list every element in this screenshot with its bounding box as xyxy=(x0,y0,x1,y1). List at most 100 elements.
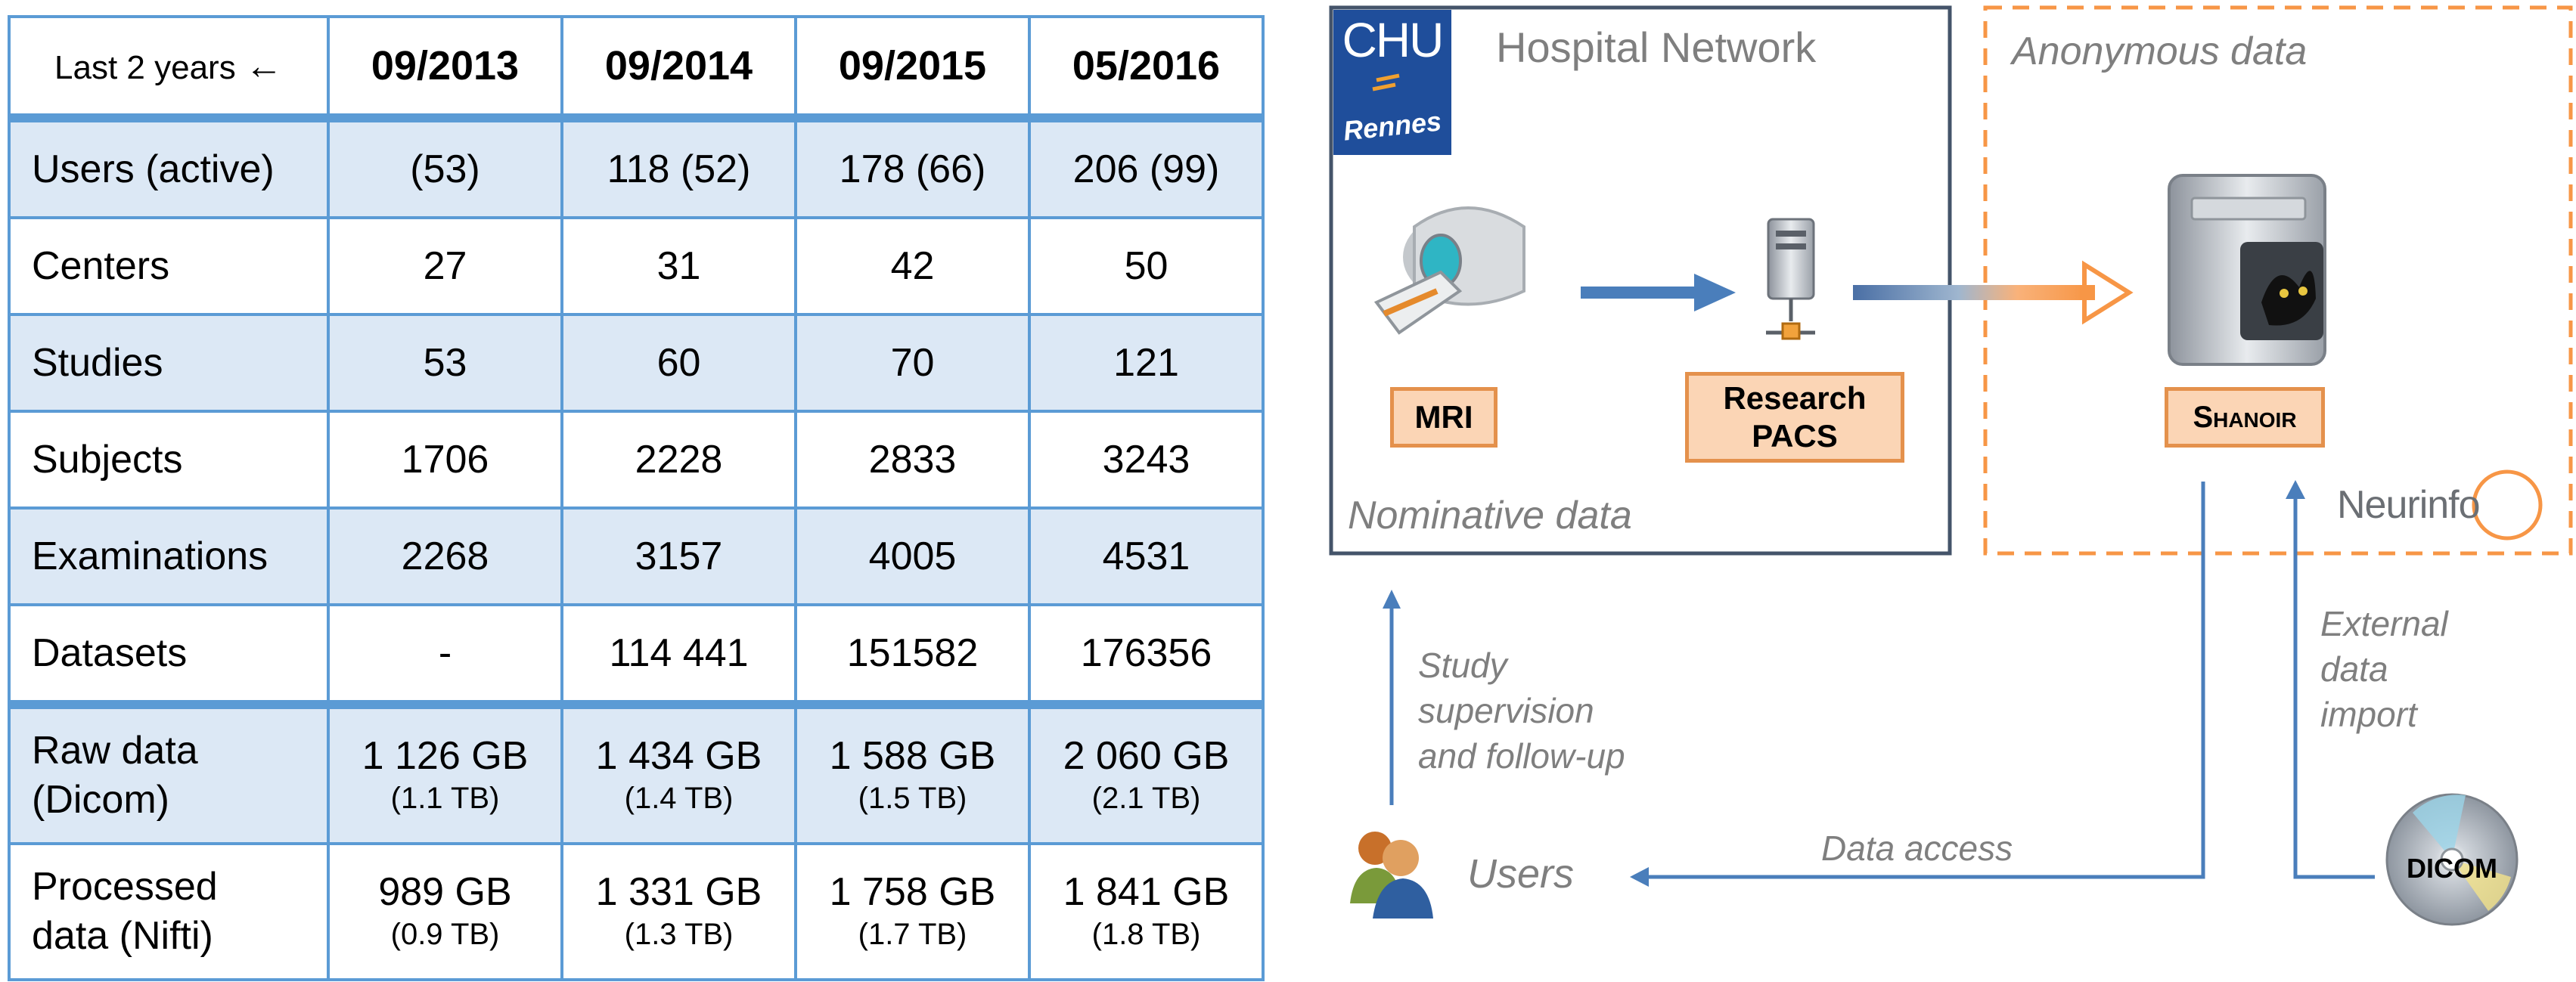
corner-label: Last 2 years xyxy=(54,49,236,86)
size-gb: 989 GB xyxy=(378,870,512,915)
dicom-cd-icon xyxy=(2385,793,2519,926)
table-cell: 2228 xyxy=(560,410,797,510)
table-cell: - xyxy=(327,603,563,706)
chu-logo-text: CHU Rennes xyxy=(1333,13,1451,147)
dicom-label: DICOM xyxy=(2407,853,2497,884)
size-gb: 1 588 GB xyxy=(829,734,996,779)
chu-logo xyxy=(1333,10,1451,155)
table-row: Processed data (Nifti) 989 GB(0.9 TB) 1 … xyxy=(8,842,1265,981)
row-label: Datasets xyxy=(8,603,330,706)
table-row: Raw data (Dicom) 1 126 GB(1.1 TB) 1 434 … xyxy=(8,700,1265,845)
table-cell: 31 xyxy=(560,216,797,316)
external-import-line: data xyxy=(2320,649,2388,689)
size-tb: (2.1 TB) xyxy=(1091,781,1201,815)
study-supervision-line: Study xyxy=(1418,646,1507,685)
table-cell: 176356 xyxy=(1028,603,1265,706)
table-cell: 4531 xyxy=(1028,506,1265,606)
table-cell: 1 126 GB(1.1 TB) xyxy=(327,700,563,845)
size-gb: 1 841 GB xyxy=(1063,870,1230,915)
pacs-server-icon xyxy=(1766,218,1815,340)
table-cell: 178 (66) xyxy=(794,116,1031,219)
table-cell: 1 588 GB(1.5 TB) xyxy=(794,700,1031,845)
pacs-to-shanoir-arrow xyxy=(1853,260,2134,325)
size-tb: (1.8 TB) xyxy=(1091,917,1201,951)
left-arrow-icon: ← xyxy=(244,45,283,87)
hospital-network-title: Hospital Network xyxy=(1496,23,1817,71)
row-label-line: data (Nifti) xyxy=(32,914,213,958)
row-label: Studies xyxy=(8,313,330,413)
column-header: 09/2014 xyxy=(560,15,797,122)
study-supervision-arrow xyxy=(1383,590,1401,805)
statistics-table: Last 2 years ← 09/2013 09/2014 09/2015 0… xyxy=(8,15,1265,981)
table-cell: 27 xyxy=(327,216,563,316)
row-label: Users (active) xyxy=(8,116,330,219)
shanoir-server-icon xyxy=(2168,174,2326,366)
chu-logo-line1: CHU xyxy=(1342,13,1445,67)
mri-to-pacs-arrow xyxy=(1581,274,1736,311)
table-cell: 1 758 GB(1.7 TB) xyxy=(794,842,1031,981)
row-label: Examinations xyxy=(8,506,330,606)
table-cell: 1 841 GB(1.8 TB) xyxy=(1028,842,1265,981)
column-header: 09/2013 xyxy=(327,15,563,122)
study-supervision-line: and follow-up xyxy=(1418,736,1625,776)
anonymous-data-panel xyxy=(1983,5,2573,556)
table-cell: 121 xyxy=(1028,313,1265,413)
row-label-line: (Dicom) xyxy=(32,778,169,822)
size-tb: (1.1 TB) xyxy=(390,781,500,815)
table-row: Studies 53 60 70 121 xyxy=(8,313,1265,413)
table-cell: 151582 xyxy=(794,603,1031,706)
size-gb: 1 126 GB xyxy=(362,734,529,779)
table-corner-cell: Last 2 years ← xyxy=(8,15,330,122)
table-cell: 3243 xyxy=(1028,410,1265,510)
external-import-line: import xyxy=(2320,695,2417,734)
research-pacs-line2: PACS xyxy=(1752,418,1838,454)
table-cell: 4005 xyxy=(794,506,1031,606)
shanoir-label: Shanoir xyxy=(2165,387,2325,448)
size-tb: (1.3 TB) xyxy=(624,917,734,951)
table-cell: 3157 xyxy=(560,506,797,606)
neurinfo-logo: Neurinfo xyxy=(2337,483,2481,527)
table-cell: 1706 xyxy=(327,410,563,510)
data-access-label: Data access xyxy=(1821,829,2013,868)
table-row: Centers 27 31 42 50 xyxy=(8,216,1265,316)
table-cell: 2268 xyxy=(327,506,563,606)
row-label-line: Processed xyxy=(32,865,218,909)
row-label: Raw data (Dicom) xyxy=(8,700,330,845)
research-pacs-label: Research PACS xyxy=(1685,372,1904,463)
research-pacs-line1: Research xyxy=(1723,379,1867,416)
chu-logo-stroke xyxy=(1372,73,1400,91)
size-gb: 2 060 GB xyxy=(1063,734,1230,779)
table-cell: 114 441 xyxy=(560,603,797,706)
table-row: Examinations 2268 3157 4005 4531 xyxy=(8,506,1265,606)
mri-scanner-icon xyxy=(1373,206,1525,335)
table-header-row: Last 2 years ← 09/2013 09/2014 09/2015 0… xyxy=(8,15,1265,122)
table-cell: 60 xyxy=(560,313,797,413)
table-cell: 50 xyxy=(1028,216,1265,316)
size-gb: 1 758 GB xyxy=(829,870,996,915)
nominative-data-label: Nominative data xyxy=(1348,494,1632,537)
table-cell: 42 xyxy=(794,216,1031,316)
column-header: 05/2016 xyxy=(1028,15,1265,122)
table-cell: 206 (99) xyxy=(1028,116,1265,219)
table-cell: 2833 xyxy=(794,410,1031,510)
study-supervision-line: supervision xyxy=(1418,691,1594,730)
size-tb: (0.9 TB) xyxy=(390,917,500,951)
row-label: Subjects xyxy=(8,410,330,510)
size-gb: 1 434 GB xyxy=(595,734,762,779)
row-label-line: Raw data xyxy=(32,729,198,773)
data-access-arrow xyxy=(1630,482,2205,887)
size-tb: (1.5 TB) xyxy=(858,781,967,815)
table-row: Subjects 1706 2228 2833 3243 xyxy=(8,410,1265,510)
table-cell: 2 060 GB(2.1 TB) xyxy=(1028,700,1265,845)
table-row: Datasets - 114 441 151582 176356 xyxy=(8,603,1265,706)
table-cell: 1 331 GB(1.3 TB) xyxy=(560,842,797,981)
table-cell: 1 434 GB(1.4 TB) xyxy=(560,700,797,845)
table-cell: 118 (52) xyxy=(560,116,797,219)
row-label: Centers xyxy=(8,216,330,316)
table-cell: 53 xyxy=(327,313,563,413)
study-supervision-label: Study supervision and follow-up xyxy=(1418,643,1625,779)
anonymous-data-label: Anonymous data xyxy=(2012,29,2308,73)
users-label: Users xyxy=(1467,851,1575,897)
size-tb: (1.4 TB) xyxy=(624,781,734,815)
